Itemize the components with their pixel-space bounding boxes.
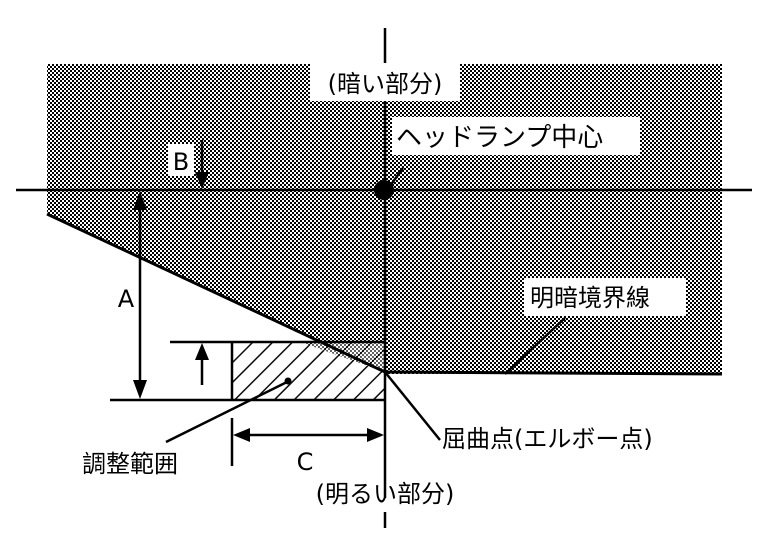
bright-part-label: (明るい部分): [316, 480, 455, 508]
headlamp-center-dot: [374, 180, 394, 200]
dimension-b: [195, 140, 209, 385]
dimension-a: [133, 191, 147, 399]
dark-part-label: (暗い部分): [328, 70, 443, 98]
adjustment-range-label: 調整範囲: [82, 450, 178, 478]
cutoff-line-label: 明暗境界線: [530, 284, 650, 312]
elbow-point-label: 屈曲点(エルボー点): [442, 425, 653, 453]
dimension-b-label: B: [173, 148, 189, 176]
dimension-c: [233, 428, 384, 442]
headlamp-center-label: ヘッドランプ中心: [396, 123, 603, 153]
dimension-a-label: A: [118, 285, 135, 313]
dimension-c-label: C: [297, 448, 314, 476]
